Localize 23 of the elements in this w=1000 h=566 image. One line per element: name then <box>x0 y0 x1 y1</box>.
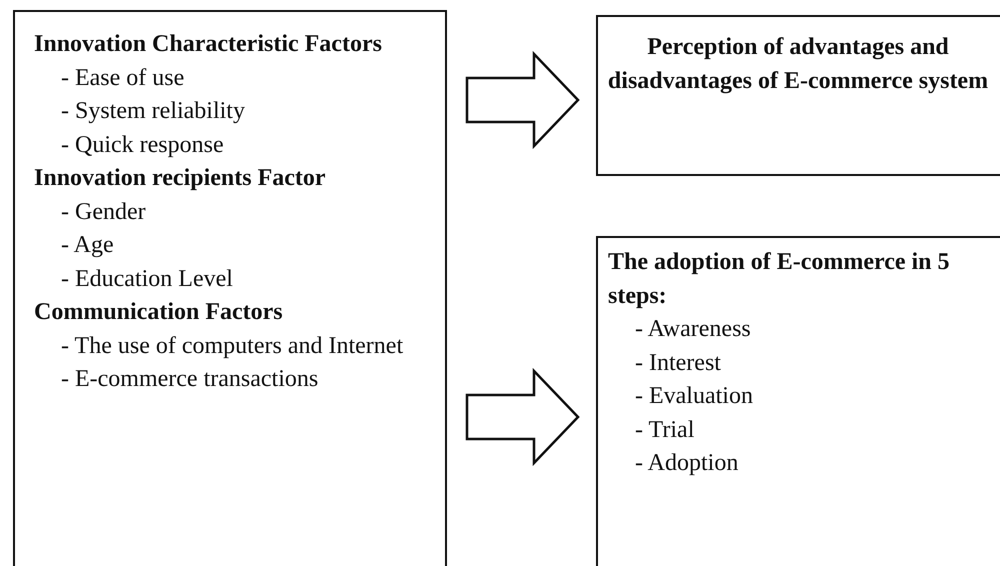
list-item-text: - Age <box>60 231 115 260</box>
list-item-text: - E-commerce transactions <box>60 365 320 394</box>
heading-text: Innovation recipients Factor <box>34 164 327 193</box>
list-item-text: - The use of computers and Internet <box>60 332 404 360</box>
heading-text: Communication Factors <box>34 298 284 327</box>
list-item-text: - Gender <box>60 198 147 226</box>
list-item-text: - Education Level <box>60 264 234 294</box>
block-arrow <box>466 50 580 150</box>
list-item-text: - Evaluation <box>634 382 754 411</box>
heading-text: The adoption of E-commerce in 5 steps: <box>608 248 951 310</box>
list-item-text: - System reliability <box>60 97 246 126</box>
list-item-text: - Interest <box>634 348 722 378</box>
list-item-text: - Trial <box>634 416 696 444</box>
factors-box <box>13 10 447 566</box>
adoption-steps-box <box>596 236 1000 566</box>
list-item-text: - Awareness <box>634 315 752 344</box>
list-item-text: - Ease of use <box>60 64 186 92</box>
perception-box <box>596 15 1000 176</box>
block-arrow <box>466 368 580 466</box>
heading-text: Innovation Characteristic Factors <box>34 30 383 59</box>
list-item-text: - Adoption <box>634 449 740 478</box>
heading-text: Perception of advantages and disadvantages of E-commerce system <box>606 33 990 96</box>
list-item-text: - Quick response <box>60 130 225 160</box>
